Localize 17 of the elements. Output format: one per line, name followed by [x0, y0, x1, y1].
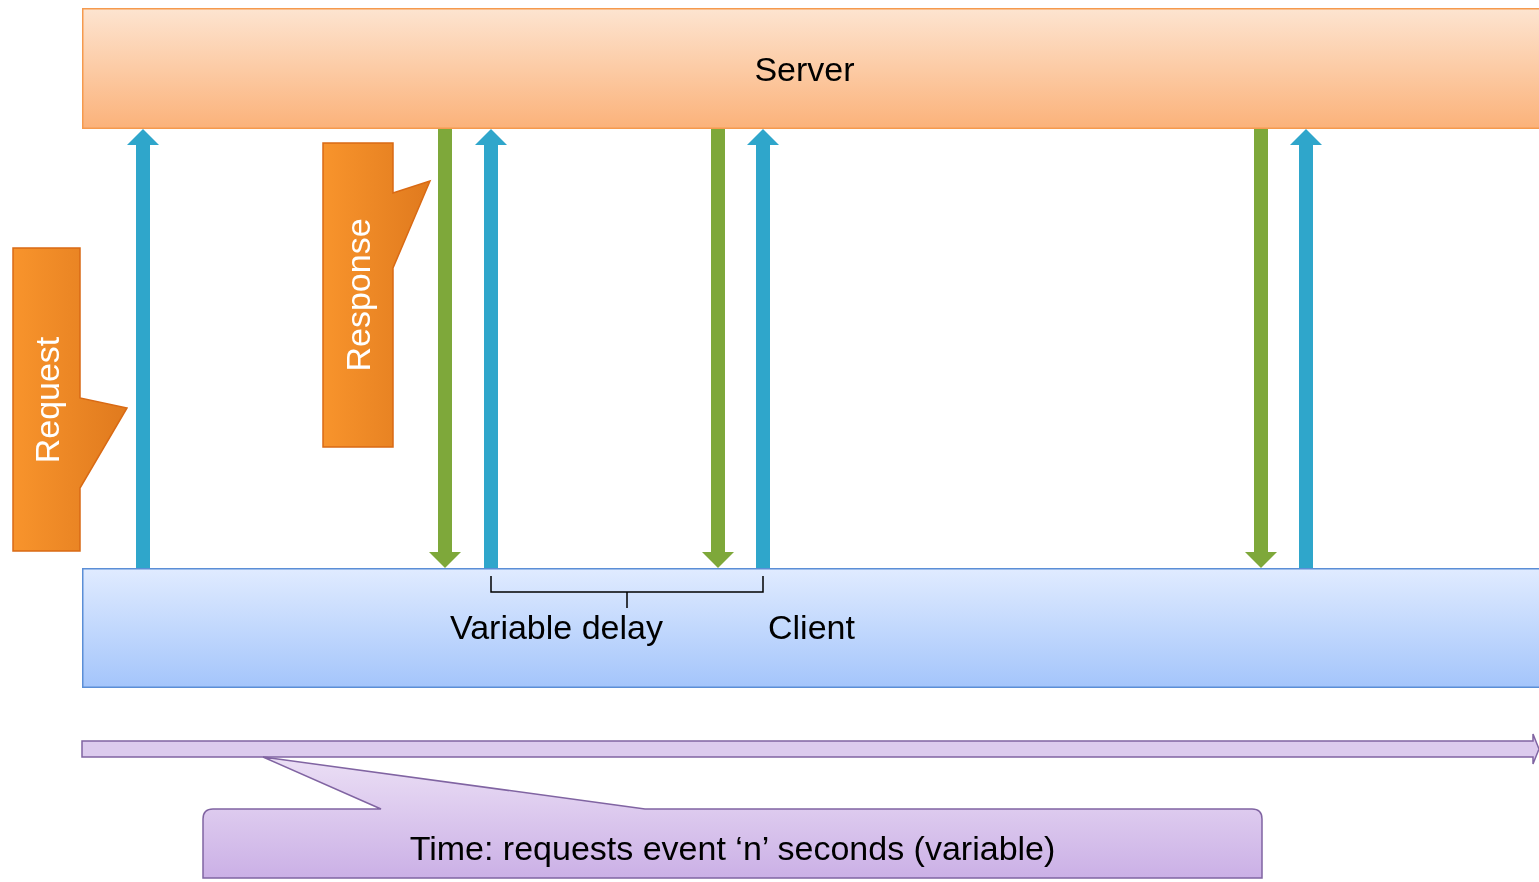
callout-shape: [13, 248, 128, 551]
node-label: Request: [27, 336, 66, 464]
arrow: [1290, 129, 1322, 568]
arrow: [747, 129, 779, 568]
arrow: [475, 129, 507, 568]
node-label: Response: [338, 218, 378, 372]
callout-shape: [203, 757, 1262, 878]
bracket-label: Variable delay: [450, 608, 663, 647]
client-bar: [82, 568, 1539, 688]
arrow: [1245, 129, 1277, 568]
arrow: [702, 129, 734, 568]
arrow: [127, 129, 159, 568]
callout-shape: [323, 143, 431, 447]
node-label: Client: [768, 608, 855, 647]
node-label: Time: requests event ‘n’ seconds (variable): [409, 829, 1056, 868]
server-bar: [82, 8, 1539, 129]
node-label: Server: [754, 49, 855, 88]
